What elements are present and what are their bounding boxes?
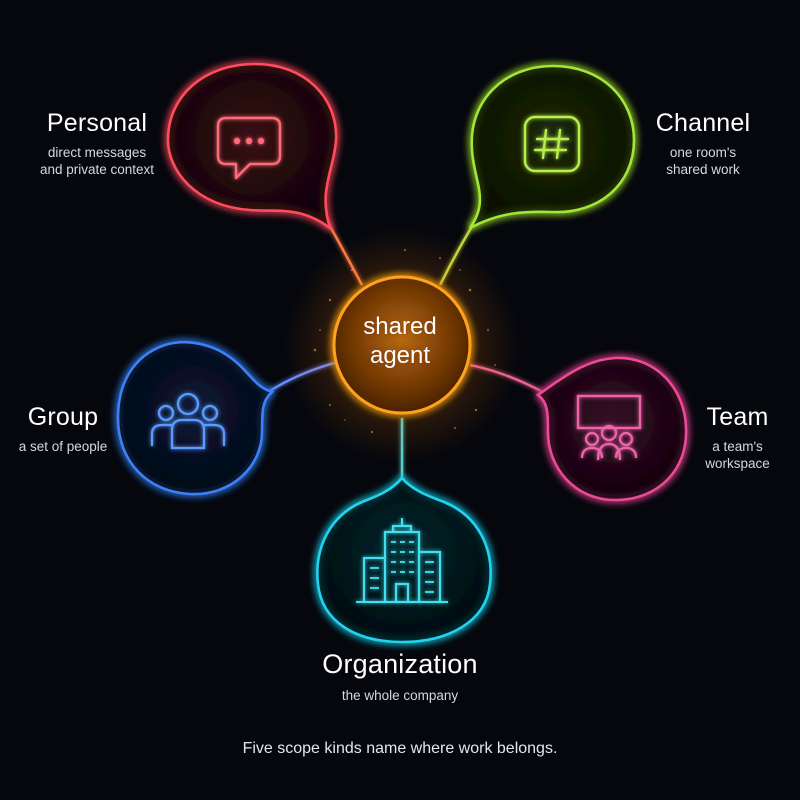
scope-title-group: Group	[27, 403, 99, 431]
scope-label-group: Group a set of people	[4, 402, 122, 456]
scope-node-organization	[316, 475, 492, 644]
office-building-icon	[356, 518, 448, 604]
center-node	[284, 227, 520, 463]
team-board-icon	[576, 394, 642, 461]
scope-description-team: a team's workspace	[705, 439, 770, 472]
scope-title-team: Team	[706, 403, 769, 431]
bubble-group	[116, 340, 275, 496]
scope-description-channel: one room's shared work	[666, 145, 740, 178]
center-sparkles	[313, 249, 496, 434]
bubble-channel	[468, 64, 636, 230]
scope-title-personal: Personal	[46, 109, 148, 137]
scope-label-channel: Channel one room's shared work	[628, 108, 778, 179]
scope-title-organization: Organization	[322, 649, 478, 679]
scope-description-personal: direct messages and private context	[39, 145, 155, 178]
scope-label-team: Team a team's workspace	[675, 402, 800, 473]
chat-bubble-icon	[216, 116, 282, 180]
scope-title-channel: Channel	[655, 109, 751, 137]
scope-label-personal: Personal direct messages and private con…	[22, 108, 172, 179]
scope-node-channel	[468, 64, 636, 230]
scope-node-group	[116, 340, 275, 496]
scope-node-team	[535, 356, 688, 502]
scope-node-personal	[166, 62, 338, 232]
people-group-icon	[150, 392, 226, 450]
scope-description-organization: the whole company	[341, 687, 459, 703]
scope-description-group: a set of people	[18, 439, 108, 455]
scope-label-organization: Organization the whole company	[270, 648, 530, 705]
center-circle	[332, 275, 472, 415]
bubble-organization	[316, 475, 492, 644]
hashtag-icon	[523, 115, 581, 173]
bubble-personal	[166, 62, 338, 232]
center-label: shared agent	[363, 313, 437, 370]
diagram-caption: Five scope kinds name where work belongs…	[242, 740, 558, 757]
